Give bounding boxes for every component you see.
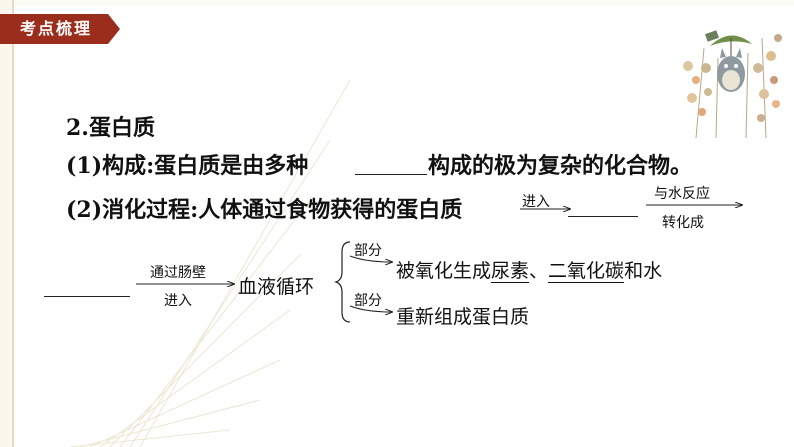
left-margin-bar bbox=[0, 0, 12, 447]
line1-prefix: (1)构成:蛋白质是由多种 bbox=[66, 153, 309, 179]
arrow1-top-label: 进入 bbox=[522, 194, 550, 210]
section-badge-label: 考点梳理 bbox=[20, 19, 93, 38]
branch2-arrow-icon bbox=[349, 305, 392, 312]
line2-blank bbox=[568, 216, 638, 217]
arrow2-top-label: 与水反应 bbox=[654, 186, 710, 202]
arrow3-bottom-label: 进入 bbox=[164, 293, 192, 309]
branch1-text: 被氧化生成尿素、二氧化碳和水 bbox=[396, 256, 662, 283]
branch1-arrow-icon bbox=[349, 255, 392, 262]
branch1-sep: 、 bbox=[529, 260, 549, 282]
answer-co2: 二氧化碳 bbox=[548, 260, 625, 282]
section-badge bbox=[0, 14, 120, 44]
line1-blank bbox=[355, 174, 427, 175]
branch2-arrow-label: 部分 bbox=[354, 293, 382, 309]
line2-prefix: (2)消化过程:人体通过食物获得的蛋白质 bbox=[66, 197, 463, 223]
line3-blank bbox=[44, 296, 130, 297]
brace-icon bbox=[334, 241, 351, 323]
branch1-text-prefix: 被氧化生成 bbox=[396, 260, 492, 282]
top-strip bbox=[14, 0, 794, 6]
branch1-text-suffix: 和水 bbox=[624, 260, 663, 282]
blood-circulation: 血液循环 bbox=[238, 276, 315, 298]
answer-urea: 尿素 bbox=[491, 260, 530, 282]
arrow2-bottom-label: 转化成 bbox=[662, 215, 704, 231]
left-margin-line bbox=[12, 0, 14, 447]
line1-suffix: 构成的极为复杂的化合物。 bbox=[428, 153, 693, 179]
branch2-text: 重新组成蛋白质 bbox=[396, 306, 530, 328]
branch1-arrow-label: 部分 bbox=[354, 243, 382, 259]
section-title: 2.蛋白质 bbox=[66, 115, 155, 141]
totoro-tree-illustration bbox=[683, 30, 782, 138]
arrow3-top-label: 通过肠壁 bbox=[150, 265, 206, 281]
